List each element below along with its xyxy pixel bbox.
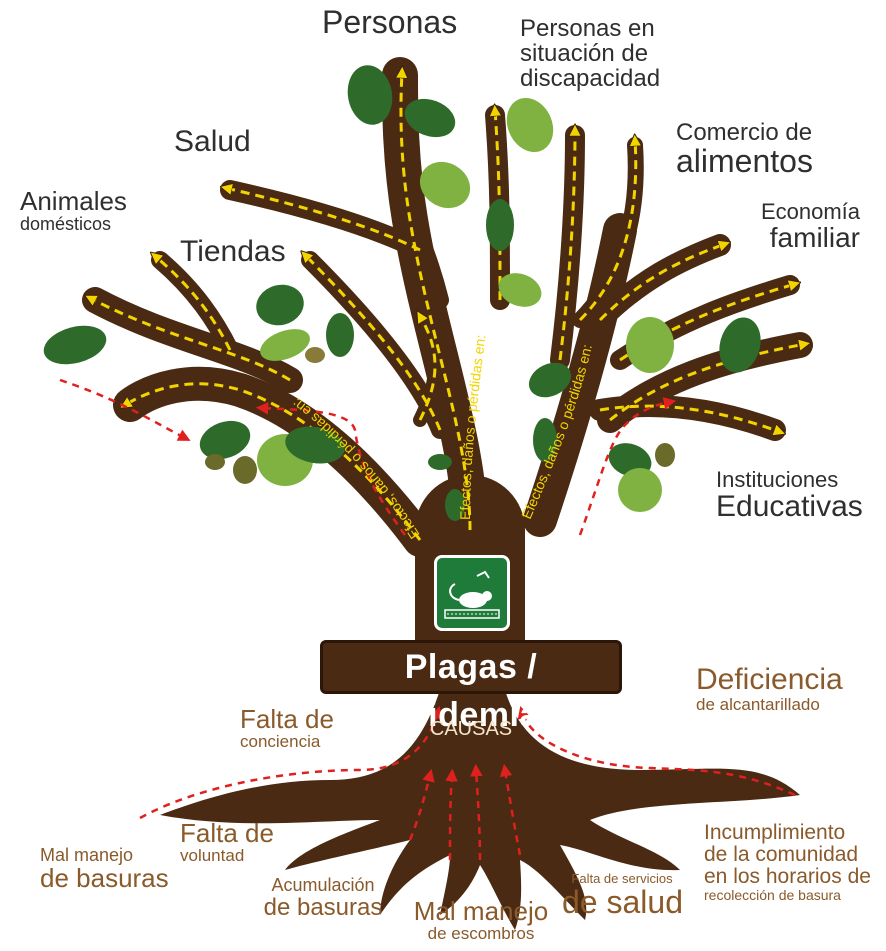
cause-mal-manejo-basuras: Mal manejo de basuras	[40, 845, 169, 893]
causes-header: CAUSAS	[429, 718, 513, 740]
effect-arrows	[90, 72, 805, 541]
cause-conciencia: Falta de conciencia	[240, 704, 334, 752]
effect-instituciones: Instituciones Educativas	[716, 467, 863, 524]
cause-voluntad: Falta de voluntad	[180, 818, 274, 866]
effect-tiendas: Tiendas	[180, 235, 286, 268]
cause-servicios-salud: Falta de servicios de salud	[562, 871, 683, 920]
pest-rat-icon	[434, 555, 510, 631]
effect-comercio: Comercio de alimentos	[676, 119, 813, 180]
effect-personas: Personas	[322, 4, 458, 40]
cause-deficiencia: Deficiencia de alcantarillado	[696, 663, 843, 714]
cause-arrows	[59, 378, 796, 861]
effect-economia: Economía familiar	[760, 199, 860, 254]
effect-salud: Salud	[174, 125, 251, 158]
central-problem-title: Plagas / Epidemias	[320, 640, 622, 734]
effect-animales: Animales domésticos	[20, 186, 127, 235]
cause-escombros: Mal manejo de escombros	[413, 896, 549, 944]
cause-incumplimiento: Incumplimiento de la comunidad en los ho…	[704, 821, 871, 904]
leaves	[43, 65, 761, 521]
roots	[160, 690, 800, 930]
pest-icon-box	[424, 545, 520, 641]
cause-acumulacion: Acumulación de basuras	[263, 875, 383, 921]
effect-discapacidad: Personas en situación de discapacidad	[520, 15, 661, 93]
